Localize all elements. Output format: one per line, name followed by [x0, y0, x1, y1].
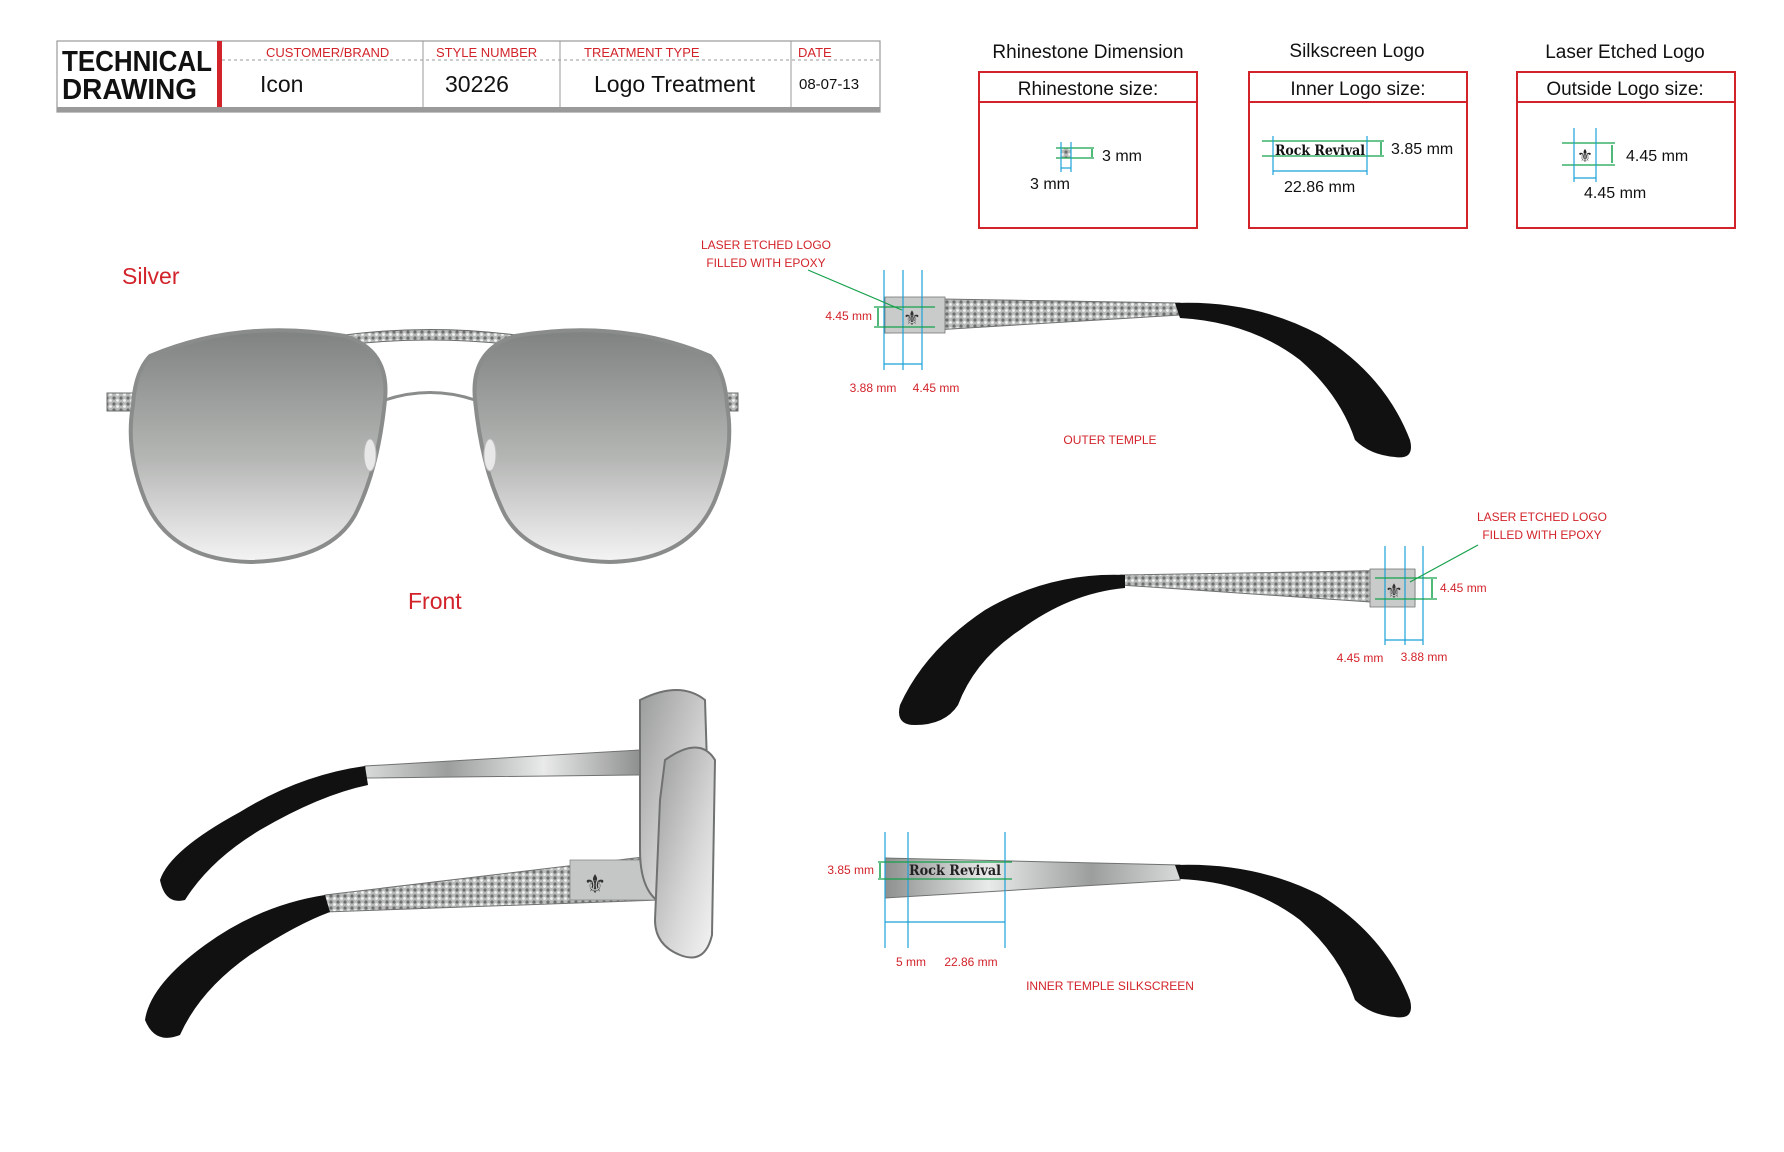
front-label: Front	[408, 588, 462, 614]
inner-width: 22.86 mm	[944, 955, 997, 969]
spec-heading: Silkscreen Logo	[1289, 41, 1424, 62]
style-label: STYLE NUMBER	[436, 45, 537, 60]
mirror-offset: 3.88 mm	[1401, 650, 1448, 664]
front-view-glasses	[106, 328, 739, 565]
color-label: Silver	[122, 263, 180, 289]
fleur-de-lis-icon: ⚜	[903, 306, 921, 330]
side-view-glasses: ⚜	[145, 689, 717, 1038]
inner-caption: INNER TEMPLE SILKSCREEN	[1026, 979, 1194, 993]
spec-box-silkscreen: Silkscreen Logo Inner Logo size: Rock Re…	[1248, 41, 1468, 229]
spec-subheading: Rhinestone size:	[1018, 79, 1158, 100]
rhinestone-swatch	[1060, 147, 1072, 159]
title-block: TECHNICAL DRAWING CUSTOMER/BRAND Icon ST…	[56, 40, 881, 113]
spec-box-laser: Laser Etched Logo Outside Logo size: ⚜ 4…	[1516, 42, 1736, 229]
spec-subheading: Outside Logo size:	[1546, 79, 1703, 100]
fleur-de-lis-icon: ⚜	[1385, 579, 1403, 603]
outer-callout-line1: LASER ETCHED LOGO	[701, 238, 831, 252]
title-logo-line2: DRAWING	[62, 74, 197, 106]
inner-height: 3.85 mm	[827, 863, 874, 877]
inner-offset: 5 mm	[896, 955, 926, 969]
mirror-width: 4.45 mm	[1337, 651, 1384, 665]
mirror-height: 4.45 mm	[1440, 581, 1487, 595]
laser-width: 4.45 mm	[1584, 185, 1646, 202]
fleur-de-lis-icon: ⚜	[583, 870, 606, 900]
outer-width: 4.45 mm	[913, 381, 960, 395]
style-value: 30226	[445, 71, 509, 97]
inner-silkscreen-logo: Rock Revival	[909, 863, 1001, 879]
silkscreen-height: 3.85 mm	[1391, 141, 1453, 158]
outer-temple-mirror-drawing: ⚜ LASER ETCHED LOGO FILLED WITH EPOXY 4.…	[899, 510, 1607, 725]
spec-heading: Rhinestone Dimension	[992, 42, 1183, 63]
date-value: 08-07-13	[799, 76, 859, 93]
customer-label: CUSTOMER/BRAND	[266, 45, 389, 60]
spec-box-rhinestone: Rhinestone Dimension Rhinestone size: 3 …	[978, 42, 1198, 229]
inner-temple-drawing: Rock Revival 3.85 mm 5 mm 22.86 mm INNER…	[827, 832, 1411, 1018]
mirror-callout-line1: LASER ETCHED LOGO	[1477, 510, 1607, 524]
title-logo-line1: TECHNICAL	[62, 46, 212, 78]
outer-callout-line2: FILLED WITH EPOXY	[706, 256, 825, 270]
treatment-value: Logo Treatment	[594, 71, 756, 97]
rhinestone-height: 3 mm	[1102, 148, 1142, 165]
outer-height: 4.45 mm	[825, 309, 872, 323]
spec-heading: Laser Etched Logo	[1545, 42, 1705, 63]
customer-value: Icon	[260, 71, 303, 97]
date-label: DATE	[798, 45, 832, 60]
silkscreen-width: 22.86 mm	[1284, 179, 1355, 196]
silkscreen-logo: Rock Revival	[1275, 143, 1365, 159]
spec-subheading: Inner Logo size:	[1290, 79, 1425, 100]
rhinestone-width: 3 mm	[1030, 176, 1070, 193]
outer-offset: 3.88 mm	[850, 381, 897, 395]
fleur-de-lis-icon: ⚜	[1577, 146, 1593, 167]
outer-caption: OUTER TEMPLE	[1063, 433, 1156, 447]
laser-height: 4.45 mm	[1626, 148, 1688, 165]
outer-temple-drawing: ⚜ LASER ETCHED LOGO FILLED WITH EPOXY 4.…	[701, 238, 1411, 458]
mirror-callout-line2: FILLED WITH EPOXY	[1482, 528, 1601, 542]
treatment-label: TREATMENT TYPE	[584, 45, 700, 60]
